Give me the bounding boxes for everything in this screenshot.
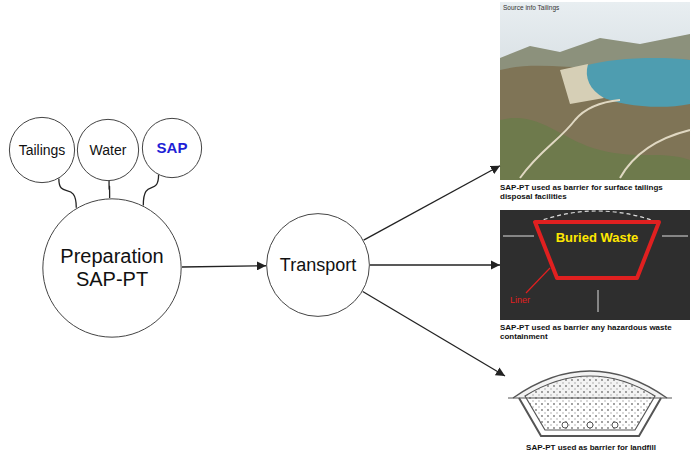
tailings-pond xyxy=(583,58,690,107)
waste-zone: Buried Waste xyxy=(535,222,659,278)
panel-caption: SAP-PT used as barrier for landfill xyxy=(505,443,677,452)
text-box: Buried Waste xyxy=(535,231,659,246)
tailings-beach xyxy=(560,64,604,104)
connector xyxy=(182,266,266,267)
connector xyxy=(364,166,500,240)
caption-box: SAP-PT used as barrier for landfill xyxy=(505,443,677,452)
ground-line xyxy=(662,236,688,237)
connector xyxy=(108,181,110,198)
drain-pipe xyxy=(587,422,593,428)
trapezoid-shape xyxy=(535,222,659,278)
text-box: Preparation SAP-PT xyxy=(42,198,182,338)
landfill-waste xyxy=(525,376,655,430)
dark-ground xyxy=(500,210,690,320)
leader-line xyxy=(526,268,550,293)
circle-shape xyxy=(142,118,201,177)
node-label: SAP xyxy=(157,139,188,156)
input-circle: Tailings xyxy=(9,117,75,183)
zone-label: Buried Waste xyxy=(556,231,639,246)
text-box: SAP xyxy=(142,118,202,178)
process-circle: Transport xyxy=(266,213,370,317)
circle-shape xyxy=(9,117,74,182)
sky xyxy=(500,2,690,180)
panel-caption: SAP-PT used as barrier any hazardous was… xyxy=(500,323,690,341)
connector xyxy=(363,292,505,376)
text-box: Water xyxy=(77,119,139,181)
caption-box: SAP-PT used as barrier for surface taili… xyxy=(500,183,690,201)
road xyxy=(520,100,620,178)
application-panel: SAP-PT used as barrier for surface taili… xyxy=(500,2,690,201)
green-slope xyxy=(500,118,690,180)
process-circle: Preparation SAP-PT xyxy=(42,198,182,338)
drain-pipe xyxy=(562,422,568,428)
circle-shape xyxy=(267,214,370,317)
circle-shape xyxy=(43,199,181,337)
drain-pipe xyxy=(612,422,618,428)
connector xyxy=(370,264,500,265)
application-panel: SAP-PT used as barrier for landfill xyxy=(505,360,677,452)
input-circle: Water xyxy=(77,119,139,181)
marker-line xyxy=(598,290,599,312)
tailings-photo xyxy=(500,2,690,180)
application-panel: SAP-PT used as barrier any hazardous was… xyxy=(500,210,690,341)
source-note: Source info Tailings xyxy=(503,4,559,11)
node-label: Preparation SAP-PT xyxy=(53,245,171,291)
caption-box: SAP-PT used as barrier any hazardous was… xyxy=(500,323,690,341)
road xyxy=(620,130,690,178)
circle-shape xyxy=(77,119,138,180)
input-circle: SAP xyxy=(142,118,202,178)
landfill-sketch xyxy=(508,371,672,436)
connector xyxy=(59,178,76,207)
ground-line xyxy=(508,398,672,399)
part-label: Liner xyxy=(510,295,530,305)
ground-line xyxy=(503,236,534,237)
containment-sketch xyxy=(500,210,690,320)
landfill-liner xyxy=(519,398,661,436)
node-label: Water xyxy=(90,142,127,158)
panel-caption: SAP-PT used as barrier for surface taili… xyxy=(500,183,690,201)
connector xyxy=(143,175,158,206)
text-box: Transport xyxy=(266,213,370,317)
node-label: Tailings xyxy=(19,142,66,158)
text-box: Tailings xyxy=(9,117,75,183)
node-label: Transport xyxy=(280,255,356,276)
